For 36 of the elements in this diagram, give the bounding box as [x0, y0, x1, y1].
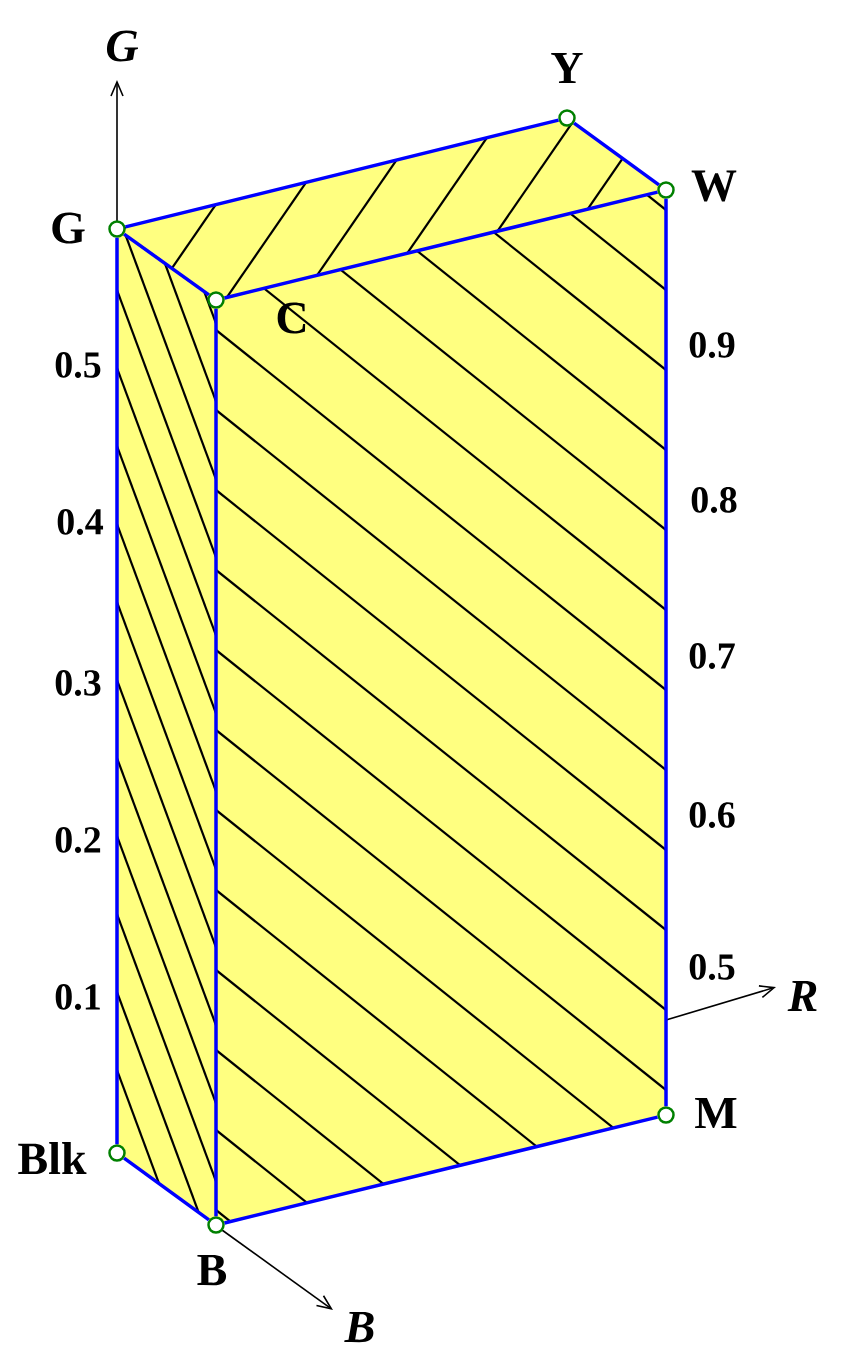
vertex-marker	[108, 220, 126, 238]
vertex-label: C	[277, 302, 306, 334]
cube-edge	[573, 121, 660, 187]
tick-label: 0.2	[55, 827, 101, 853]
vertex-marker	[207, 1216, 225, 1234]
vertex-label: G	[52, 212, 85, 244]
tick-label: 0.6	[689, 802, 735, 828]
tick-label: 0.4	[57, 509, 104, 535]
cube-edge	[214, 308, 218, 1217]
vertex-label: W	[691, 170, 737, 202]
axis-label: G	[106, 30, 139, 62]
vertex-label: M	[695, 1097, 737, 1129]
axis-label: B	[344, 1311, 374, 1343]
cube-edge	[123, 232, 210, 297]
cube-edge	[115, 237, 119, 1145]
cube-edge	[224, 190, 658, 300]
vertex-label: B	[197, 1254, 227, 1286]
tick-label: 0.3	[55, 670, 101, 696]
vertex-label: Blk	[18, 1142, 87, 1175]
cube-edge	[224, 1115, 658, 1225]
cube-edge	[125, 118, 559, 229]
vertex-marker	[207, 291, 225, 309]
tick-label: 0.1	[55, 984, 100, 1010]
tick-label: 0.8	[691, 487, 737, 513]
vertex-marker	[657, 1106, 675, 1124]
tick-label: 0.7	[689, 643, 735, 669]
vertex-marker	[558, 109, 576, 127]
vertex-marker	[657, 181, 675, 199]
vertex-marker	[108, 1144, 126, 1162]
tick-label: 0.9	[689, 332, 735, 358]
tick-label: 0.5	[55, 352, 101, 378]
tick-label: 0.5	[689, 954, 735, 980]
cube-edge	[123, 1156, 210, 1222]
cube-edge	[664, 198, 668, 1107]
vertex-label: Y	[551, 52, 583, 84]
axis-label: R	[787, 980, 817, 1012]
